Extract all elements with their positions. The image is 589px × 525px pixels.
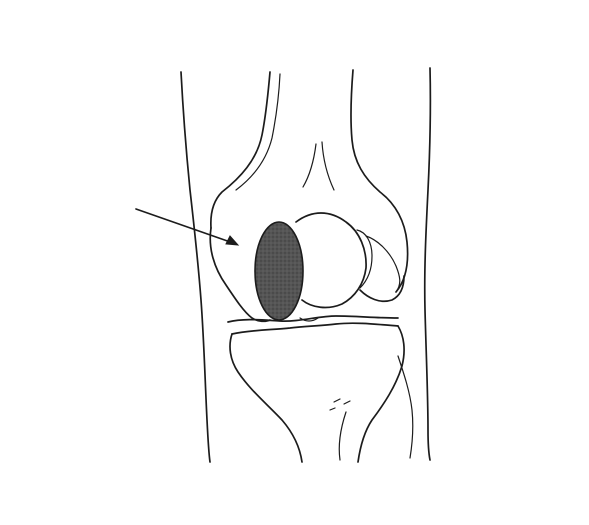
tibia-left-edge — [229, 333, 303, 463]
joint-line-lower — [231, 322, 399, 335]
lateral-condyle-edge — [365, 235, 401, 293]
meniscus-center — [299, 317, 319, 322]
pointer-arrow-shaft — [135, 208, 237, 245]
tibia-right-edge — [357, 325, 405, 463]
notch-line-right — [321, 141, 335, 191]
tibia-texture-marks — [329, 398, 351, 411]
medial-condyle — [209, 227, 271, 323]
highlighted-lesion — [254, 221, 304, 321]
leg-outline-right — [423, 67, 432, 461]
notch-line-left — [302, 143, 317, 188]
leg-outline-left — [180, 71, 211, 463]
patella — [295, 212, 367, 309]
femur-shaft-left-edge — [210, 71, 271, 229]
fibula-edge — [397, 355, 414, 459]
joint-line-upper — [227, 315, 399, 323]
tibia-front-ridge — [338, 411, 347, 461]
pointer-arrow-head — [225, 235, 240, 246]
patella-inner-line — [356, 229, 373, 289]
femur-shaft-left-edge-inner — [235, 73, 281, 191]
lateral-condyle — [359, 275, 405, 303]
femur-shaft-right-edge — [350, 69, 409, 293]
